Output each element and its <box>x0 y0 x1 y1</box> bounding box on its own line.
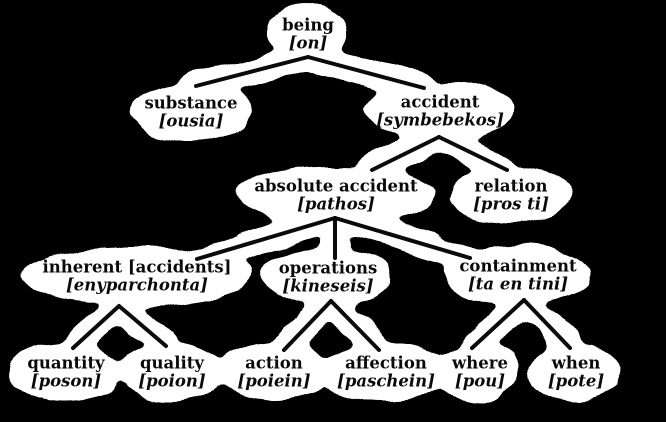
node-absolute-accident-term: [pathos] <box>297 195 375 214</box>
node-containment-term: [ta en tini] <box>468 275 568 294</box>
edge-operations-affection <box>329 299 381 352</box>
edge-containment-where <box>470 298 526 350</box>
node-substance-term: [ousia] <box>159 112 224 131</box>
node-absolute-accident-label: absolute accident <box>254 177 418 196</box>
node-quality-term: [poion] <box>138 372 206 391</box>
edge-absolute-accident-containment <box>333 216 472 260</box>
node-where-label: where <box>451 354 508 373</box>
edge-containment-when <box>522 298 572 350</box>
edge-inherent-quality <box>117 304 168 348</box>
node-action-term: [poiein] <box>237 372 310 391</box>
edge-absolute-accident-inherent <box>195 216 337 261</box>
node-blob-operations <box>263 249 393 305</box>
node-accident-label: accident <box>401 93 480 112</box>
node-substance-label: substance <box>145 94 238 113</box>
node-affection-label: affection <box>345 354 427 373</box>
edge-operations-action <box>282 299 333 352</box>
node-blob-where <box>439 344 521 400</box>
node-containment-label: containment <box>459 257 577 276</box>
edge-being-substance <box>194 55 310 88</box>
node-being-term: [on] <box>289 34 328 53</box>
node-quantity-label: quantity <box>27 354 105 373</box>
node-blob-absolute-accident <box>236 167 436 223</box>
edge-being-accident <box>306 55 426 90</box>
node-blob-being <box>267 6 349 62</box>
edge-accident-relation <box>437 135 509 172</box>
node-blob-quality <box>121 344 223 400</box>
node-operations-label: operations <box>279 259 378 278</box>
node-inherent-term: [enyparchonta] <box>66 276 208 295</box>
node-affection-term: [paschein] <box>337 372 435 391</box>
node-blob-substance <box>130 84 252 140</box>
node-quality-label: quality <box>140 354 204 373</box>
node-relation-term: [pros ti] <box>473 195 549 214</box>
node-inherent-label: inherent [accidents] <box>43 258 232 277</box>
node-blob-containment <box>443 247 593 303</box>
node-operations-term: [kineseis] <box>282 277 373 296</box>
node-being-label: being <box>282 16 334 35</box>
node-when-label: when <box>551 354 601 373</box>
node-blob-when <box>530 344 622 400</box>
node-blob-relation <box>450 167 572 223</box>
node-blob-affection <box>321 344 451 400</box>
edge-accident-absolute-accident <box>370 135 441 172</box>
tree-edges <box>71 55 572 352</box>
node-blob-action <box>218 344 330 400</box>
node-quantity-term: [poson] <box>31 372 102 391</box>
node-accident-term: [symbebekos] <box>376 111 504 130</box>
node-blob-inherent <box>23 248 251 304</box>
node-labels: being[on] substance[ousia] accident[symbeb… <box>27 16 604 391</box>
node-when-term: [pote] <box>548 372 604 391</box>
node-action-label: action <box>245 354 303 373</box>
node-where-term: [pou] <box>455 372 505 391</box>
node-blob-quantity <box>10 344 122 400</box>
node-relation-label: relation <box>474 177 547 196</box>
node-blob-accident <box>365 83 515 139</box>
edge-inherent-quantity <box>71 304 121 350</box>
